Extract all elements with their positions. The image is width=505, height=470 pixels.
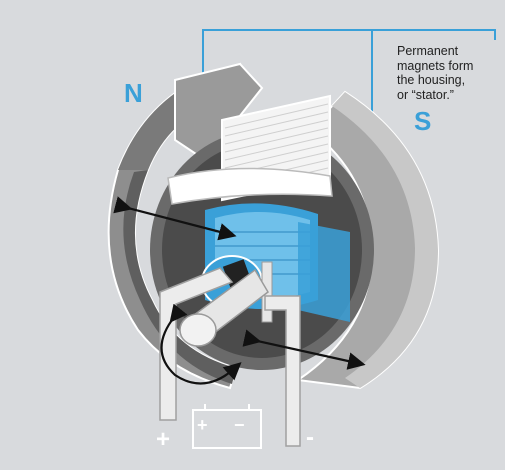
north-pole-label: N xyxy=(124,78,143,108)
annotation-line: Permanent xyxy=(397,44,459,58)
double-headed-arrow-icon xyxy=(113,196,237,241)
annotation-line: or “stator.” xyxy=(397,87,454,102)
negative-terminal-label: - xyxy=(306,424,314,451)
battery-icon xyxy=(192,404,262,449)
positive-terminal-label: + xyxy=(156,426,171,453)
battery-plus-symbol: + xyxy=(197,415,208,435)
annotation-line: magnets form xyxy=(397,58,474,73)
battery-minus-symbol: − xyxy=(234,415,245,435)
south-pole-label: S xyxy=(414,106,432,136)
double-headed-arrow-icon xyxy=(242,329,366,370)
curved-rotation-arrow-icon xyxy=(160,303,242,385)
annotation-line: the housing, xyxy=(397,73,466,87)
stator-annotation: Permanent magnets form the housing, or “… xyxy=(397,44,501,102)
